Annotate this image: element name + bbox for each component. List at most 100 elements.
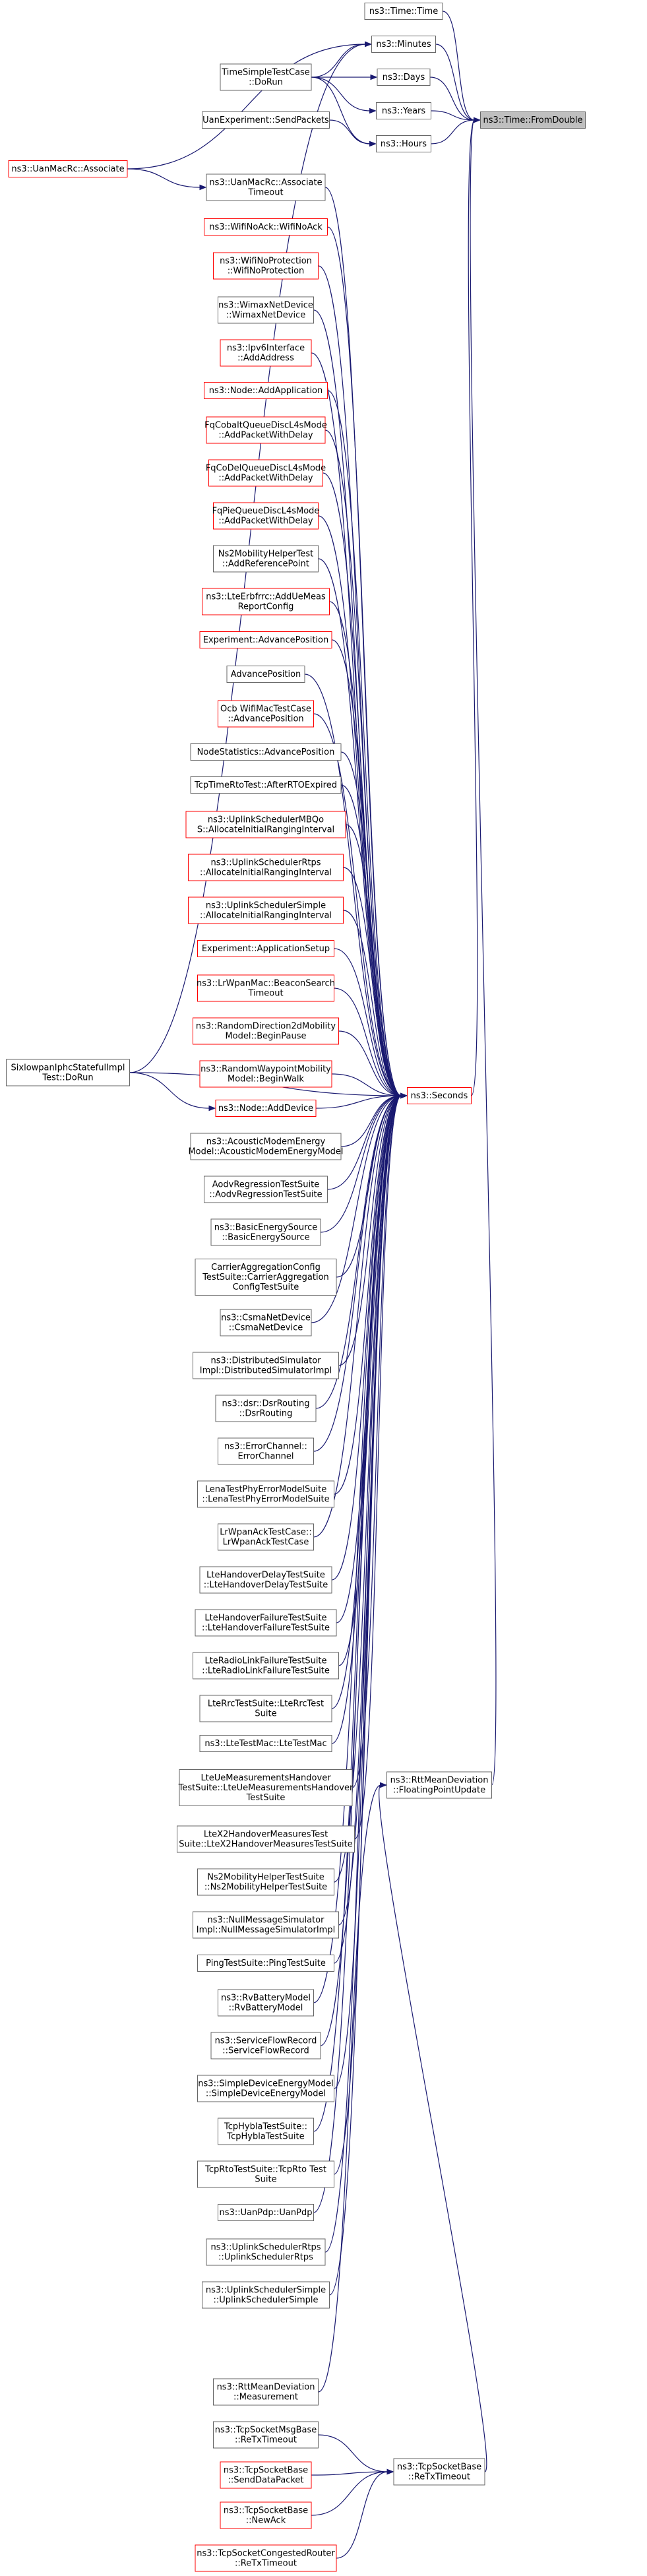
node-c24[interactable]: ns3::Node::AddDevice <box>215 1100 317 1117</box>
node-time[interactable]: ns3::Time::Time <box>364 3 443 20</box>
node-c32[interactable]: ns3::ErrorChannel::ErrorChannel <box>218 1437 314 1465</box>
node-c12[interactable]: Experiment::AdvancePosition <box>199 631 332 648</box>
edge-line <box>311 44 366 78</box>
node-label: ::BasicEnergySource <box>222 1233 309 1243</box>
node-label: ns3::LteErbfrrc::AddUeMeas <box>206 592 326 602</box>
node-c49[interactable]: TcpRtoTestSuite::TcpRto TestSuite <box>197 2160 334 2188</box>
node-box <box>204 1176 328 1203</box>
node-c27[interactable]: ns3::BasicEnergySource::BasicEnergySourc… <box>210 1218 321 1246</box>
node-c46[interactable]: ns3::ServiceFlowRecord::ServiceFlowRecor… <box>210 2032 321 2059</box>
node-c9[interactable]: FqPieQueueDiscL4sMode::AddPacketWithDela… <box>212 502 320 530</box>
node-box <box>220 2461 312 2489</box>
node-c15[interactable]: NodeStatistics::AdvancePosition <box>190 743 342 761</box>
node-c50[interactable]: ns3::UanPdp::UanPdp <box>218 2204 314 2221</box>
node-days[interactable]: ns3::Days <box>377 69 431 86</box>
node-box <box>393 2458 485 2486</box>
node-senddata[interactable]: ns3::TcpSocketBase::SendDataPacket <box>220 2461 312 2489</box>
node-c13[interactable]: AdvancePosition <box>226 666 305 683</box>
node-years[interactable]: ns3::Years <box>376 102 431 119</box>
node-c45[interactable]: ns3::RvBatteryModel::RvBatteryModel <box>218 1989 314 2017</box>
node-c29[interactable]: ns3::CsmaNetDevice::CsmaNetDevice <box>220 1309 312 1336</box>
node-c18[interactable]: ns3::UplinkSchedulerRtps::AllocateInitia… <box>188 854 344 881</box>
node-retx[interactable]: ns3::TcpSocketBase::ReTxTimeout <box>393 2458 485 2486</box>
node-c6[interactable]: ns3::Node::AddApplication <box>204 382 328 399</box>
node-box <box>195 1609 337 1637</box>
node-c3[interactable]: ns3::WifiNoProtection::WifiNoProtection <box>213 252 319 280</box>
node-c35[interactable]: LteHandoverDelayTestSuite::LteHandoverDe… <box>199 1566 332 1594</box>
node-label: LenaTestPhyErrorModelSuite <box>205 1485 327 1495</box>
node-c40[interactable]: LteUeMeasurementsHandoverTestSuite::LteU… <box>178 1769 354 1806</box>
node-c33[interactable]: LenaTestPhyErrorModelSuite::LenaTestPhyE… <box>197 1480 334 1508</box>
edge-line <box>340 751 402 1096</box>
node-c43[interactable]: ns3::NullMessageSimulatorImpl::NullMessa… <box>193 1911 339 1939</box>
node-c2[interactable]: ns3::WifiNoAck::WifiNoAck <box>204 218 328 236</box>
node-c52[interactable]: ns3::UplinkSchedulerSimple::UplinkSchedu… <box>202 2281 330 2309</box>
node-box <box>215 1395 317 1422</box>
edge-line <box>470 119 497 1786</box>
node-c28[interactable]: CarrierAggregationConfigTestSuite::Carri… <box>195 1259 337 1296</box>
node-box <box>204 382 328 399</box>
node-box <box>386 1771 492 1799</box>
node-c23[interactable]: ns3::RandomWaypointMobilityModel::BeginW… <box>199 1060 332 1088</box>
node-box <box>213 545 319 573</box>
node-box <box>199 1060 332 1088</box>
node-c38[interactable]: LteRrcTestSuite::LteRrcTestSuite <box>199 1695 332 1722</box>
node-seconds[interactable]: ns3::Seconds <box>407 1087 472 1104</box>
node-c34[interactable]: LrWpanAckTestCase::LrWpanAckTestCase <box>218 1523 314 1551</box>
node-box <box>197 1480 334 1508</box>
edge-line <box>329 119 371 144</box>
node-rttfpu[interactable]: ns3::RttMeanDeviation::FloatingPointUpda… <box>386 1771 492 1799</box>
edge-sixlow-to-c24 <box>129 1072 216 1112</box>
node-c30[interactable]: ns3::DistributedSimulatorImpl::Distribut… <box>193 1352 339 1379</box>
node-label: ::DoRun <box>249 78 283 88</box>
node-c41[interactable]: LteX2HandoverMeasuresTestSuite::LteX2Han… <box>177 1825 355 1853</box>
node-c42[interactable]: Ns2MobilityHelperTestSuite::Ns2MobilityH… <box>197 1868 334 1896</box>
node-c47[interactable]: ns3::SimpleDeviceEnergyModel::SimpleDevi… <box>197 2075 334 2102</box>
node-label: ns3::UanMacRc::Associate <box>209 178 322 188</box>
node-rttmeas[interactable]: ns3::RttMeanDeviation::Measurement <box>213 2378 319 2406</box>
node-tst[interactable]: TimeSimpleTestCase::DoRun <box>220 63 312 91</box>
node-c39[interactable]: ns3::LteTestMac::LteTestMac <box>199 1735 332 1752</box>
node-minutes[interactable]: ns3::Minutes <box>371 36 436 53</box>
edge-line <box>129 1072 210 1109</box>
node-label: ns3::WifiNoAck::WifiNoAck <box>209 222 323 232</box>
node-c10[interactable]: Ns2MobilityHelperTest::AddReferencePoint <box>213 545 319 573</box>
node-uanassoc[interactable]: ns3::UanMacRc::Associate <box>8 160 128 177</box>
node-newack[interactable]: ns3::TcpSocketBase::NewAck <box>220 2501 312 2529</box>
node-congested[interactable]: ns3::TcpSocketCongestedRouter::ReTxTimeo… <box>195 2544 337 2572</box>
node-c36[interactable]: LteHandoverFailureTestSuite::LteHandover… <box>195 1609 337 1637</box>
edge-c22-to-seconds <box>338 1030 408 1099</box>
node-c31[interactable]: ns3::dsr::DsrRouting::DsrRouting <box>215 1395 317 1422</box>
node-c37[interactable]: LteRadioLinkFailureTestSuite::LteRadioLi… <box>193 1652 339 1680</box>
node-label: FqCoDelQueueDiscL4sMode <box>206 464 326 474</box>
node-hours[interactable]: ns3::Hours <box>376 135 431 152</box>
node-c14[interactable]: Ocb WifiMacTestCase::AdvancePosition <box>218 700 314 728</box>
node-c44[interactable]: PingTestSuite::PingTestSuite <box>197 1955 334 1972</box>
node-c8[interactable]: FqCoDelQueueDiscL4sMode::AddPacketWithDe… <box>206 459 326 487</box>
node-c5[interactable]: ns3::Ipv6Interface::AddAddress <box>220 339 312 367</box>
node-c16[interactable]: TcpTimeRtoTest::AfterRTOExpired <box>190 776 342 794</box>
node-c20[interactable]: Experiment::ApplicationSetup <box>197 940 334 957</box>
arrowhead <box>369 108 377 114</box>
node-c48[interactable]: TcpHyblaTestSuite::TcpHyblaTestSuite <box>218 2118 314 2145</box>
node-box <box>190 1133 342 1160</box>
node-label: S::AllocateInitialRangingInterval <box>197 825 334 835</box>
node-c22[interactable]: ns3::RandomDirection2dMobilityModel::Beg… <box>193 1017 339 1045</box>
arrowhead <box>208 1105 216 1112</box>
node-c7[interactable]: FqCobaltQueueDiscL4sMode::AddPacketWithD… <box>204 416 327 444</box>
edge-line <box>327 226 402 1096</box>
node-box <box>185 811 346 838</box>
node-c51[interactable]: ns3::UplinkSchedulerRtps::UplinkSchedule… <box>206 2238 326 2266</box>
node-c17[interactable]: ns3::UplinkSchedulerMBQoS::AllocateIniti… <box>185 811 346 838</box>
node-msgbase[interactable]: ns3::TcpSocketMsgBase::ReTxTimeout <box>213 2421 319 2449</box>
node-uanexp[interactable]: UanExperiment::SendPackets <box>202 111 330 129</box>
node-c25[interactable]: ns3::AcousticModemEnergyModel::AcousticM… <box>188 1133 344 1160</box>
node-root[interactable]: ns3::Time::FromDouble <box>480 111 586 129</box>
node-c4[interactable]: ns3::WimaxNetDevice::WimaxNetDevice <box>218 296 314 324</box>
node-c26[interactable]: AodvRegressionTestSuite::AodvRegressionT… <box>204 1176 328 1203</box>
node-c19[interactable]: ns3::UplinkSchedulerSimple::AllocateInit… <box>188 896 344 924</box>
